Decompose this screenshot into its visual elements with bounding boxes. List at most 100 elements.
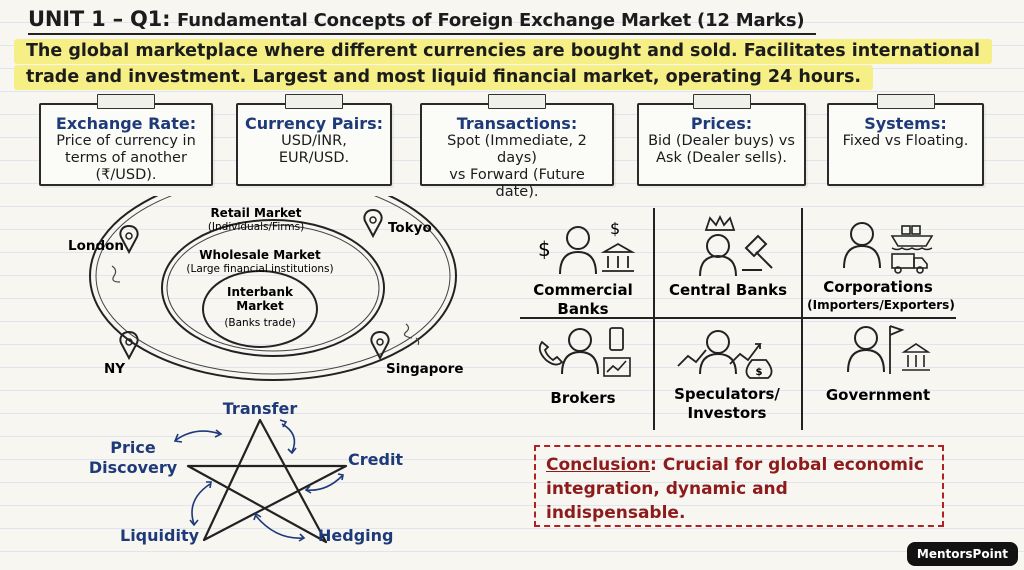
card-line: Ask (Dealer sells). xyxy=(656,150,787,166)
bank-icon xyxy=(600,242,636,272)
unit-label: UNIT 1 – Q1: xyxy=(28,7,171,31)
conclusion-line-2: integration, dynamic and xyxy=(546,479,788,499)
map-pin-icon xyxy=(363,208,383,239)
wholesale-ring-inner xyxy=(166,224,380,352)
ship-icon xyxy=(890,225,934,251)
participant-brokers: Brokers xyxy=(550,389,615,407)
card-title: Currency Pairs: xyxy=(244,114,384,133)
person-icon xyxy=(847,326,885,373)
conclusion-line-1: : Crucial for global economic xyxy=(650,455,924,475)
dollar-icon: $ xyxy=(610,219,620,238)
interbank-label-2: Market xyxy=(236,299,284,313)
card-line: Spot (Immediate, 2 days) xyxy=(447,133,587,166)
brand-badge: MentorsPoint xyxy=(906,542,1018,566)
participant-corporations-sub: (Importers/Exporters) xyxy=(807,298,955,312)
func-price-1: Price xyxy=(110,438,156,457)
wholesale-ring xyxy=(161,219,385,357)
card-prices: Prices: Bid (Dealer buys) vs Ask (Dealer… xyxy=(637,94,806,186)
dollar-icon: $ xyxy=(538,237,551,261)
functions-star-diagram: Transfer Credit Hedging Liquidity Price … xyxy=(89,399,404,545)
tape-decoration xyxy=(876,94,935,109)
curved-arrow-icon xyxy=(189,481,212,527)
svg-text:$: $ xyxy=(756,367,763,378)
card-line: vs Forward (Future date). xyxy=(449,167,585,200)
intro-line-2: trade and investment. Largest and most l… xyxy=(14,65,874,90)
interbank-label-1: Interbank xyxy=(227,285,294,299)
participant-commercial-1: Commercial xyxy=(533,281,632,299)
retail-sub: (Individuals/Firms) xyxy=(208,221,304,233)
card-systems: Systems: Fixed vs Floating. xyxy=(827,94,984,186)
card-exchange-rate: Exchange Rate: Price of currency in term… xyxy=(39,94,213,186)
func-price-2: Discovery xyxy=(89,458,178,477)
participant-central: Central Banks xyxy=(669,281,787,299)
city-london: London xyxy=(68,238,124,254)
person-icon xyxy=(699,234,737,277)
tape-decoration xyxy=(692,94,751,109)
card-line: (₹/USD). xyxy=(95,167,157,183)
chart-icon xyxy=(729,343,762,365)
curved-arrow-icon xyxy=(304,473,344,494)
wholesale-label: Wholesale Market xyxy=(199,248,321,262)
person-icon xyxy=(561,328,599,375)
card-line: Bid (Dealer buys) vs xyxy=(648,133,795,149)
card-line: terms of another xyxy=(65,150,187,166)
tape-decoration xyxy=(488,94,546,109)
conclusion-line-3: indispensable. xyxy=(546,503,686,523)
city-tokyo: Tokyo xyxy=(388,220,432,236)
chart-icon xyxy=(603,357,631,377)
gavel-icon xyxy=(742,234,773,271)
card-line: Price of currency in xyxy=(56,133,196,149)
card-line: EUR/USD. xyxy=(278,150,350,166)
page-title: UNIT 1 – Q1: Fundamental Concepts of For… xyxy=(28,7,805,31)
curved-arrow-icon xyxy=(173,429,223,443)
card-transactions: Transactions: Spot (Immediate, 2 days) v… xyxy=(420,94,614,200)
participant-speculators-1: Speculators/ xyxy=(674,385,780,403)
participant-commercial-2: Banks xyxy=(557,300,608,318)
intro-line-1: The global marketplace where different c… xyxy=(14,39,993,64)
money-bag-icon: $ xyxy=(745,359,773,379)
person-icon xyxy=(843,222,881,269)
retail-label: Retail Market xyxy=(210,206,301,220)
card-title: Prices: xyxy=(690,114,753,133)
card-title: Systems: xyxy=(864,114,947,133)
curved-arrow-icon xyxy=(253,512,306,542)
participant-speculators-2: Investors xyxy=(688,404,767,422)
conclusion-key: Conclusion xyxy=(546,455,650,475)
card-line: USD/INR, xyxy=(281,133,347,149)
star-shape xyxy=(186,418,348,544)
chart-icon xyxy=(677,349,707,367)
truck-icon xyxy=(891,253,928,274)
interbank-sub: (Banks trade) xyxy=(224,317,295,329)
map-pin-icon xyxy=(370,330,390,361)
retail-ring-inner xyxy=(95,196,451,375)
market-structure-diagram: Retail Market (Individuals/Firms) Wholes… xyxy=(68,196,464,381)
person-icon xyxy=(559,226,597,275)
wholesale-sub: (Large financial institutions) xyxy=(186,263,333,275)
tape-decoration xyxy=(285,94,343,109)
map-pin-icon xyxy=(119,330,139,361)
smartphone-icon xyxy=(609,327,624,351)
func-credit: Credit xyxy=(348,450,403,469)
person-icon xyxy=(699,330,737,375)
curved-arrow-icon xyxy=(279,419,297,455)
conclusion-box: Conclusion: Crucial for global economic … xyxy=(534,445,944,527)
flag-icon xyxy=(889,325,905,374)
city-singapore: Singapore xyxy=(386,361,464,377)
card-currency-pairs: Currency Pairs: USD/INR, EUR/USD. xyxy=(236,94,392,186)
intro-text: The global marketplace where different c… xyxy=(14,39,1014,91)
func-liquidity: Liquidity xyxy=(120,526,200,545)
participant-corporations: Corporations xyxy=(823,278,933,296)
participant-government: Government xyxy=(826,386,930,404)
title-underline xyxy=(28,33,816,35)
map-squiggle xyxy=(111,265,121,283)
func-hedging: Hedging xyxy=(318,526,393,545)
participants-grid: $ $ Commercial Banks Central Banks Corpo… xyxy=(520,208,956,430)
map-squiggle xyxy=(403,323,420,346)
map-pin-icon xyxy=(119,224,139,255)
func-transfer: Transfer xyxy=(223,399,298,418)
card-line: Fixed vs Floating. xyxy=(842,133,969,149)
crown-icon xyxy=(704,214,736,231)
interbank-ring xyxy=(202,270,318,348)
tape-decoration xyxy=(97,94,155,109)
city-ny: NY xyxy=(104,361,125,377)
